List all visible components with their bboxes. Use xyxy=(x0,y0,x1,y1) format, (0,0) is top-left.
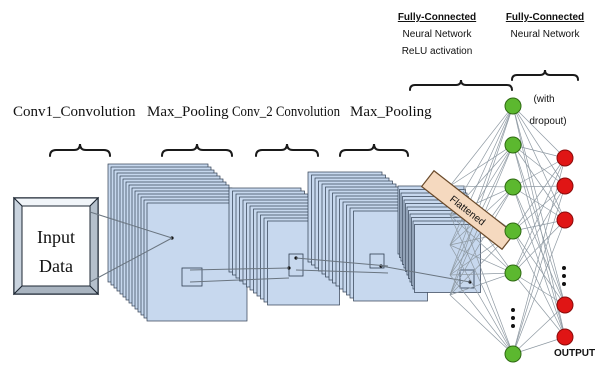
fc-input-connection xyxy=(449,105,514,246)
dropout-label-line1: (with xyxy=(533,94,554,105)
fc-input-connection xyxy=(449,294,514,355)
fc2-brace xyxy=(511,69,579,81)
braces xyxy=(49,69,579,157)
stage-connections xyxy=(89,211,471,283)
fc2-title: Fully-Connected xyxy=(506,12,584,23)
conv2-label: Conv_2 Convolution xyxy=(232,104,340,120)
fc-output-connection xyxy=(512,219,566,232)
pool2-brace xyxy=(339,143,409,157)
fc-output-connection xyxy=(512,185,566,274)
fc-output-connection xyxy=(512,144,566,306)
input-data-box xyxy=(12,196,100,296)
conv1-label: Conv1_Convolution xyxy=(13,104,136,120)
fc-input-connection xyxy=(449,274,514,355)
fc-input-connection xyxy=(449,186,514,296)
fc-output-connection xyxy=(512,185,566,232)
fc-output-connection xyxy=(512,144,566,159)
fc-output-connection xyxy=(512,144,566,221)
hidden-neuron xyxy=(504,345,522,363)
fc1-brace xyxy=(409,79,513,91)
fc-input-connection xyxy=(449,185,514,188)
fc1-subtitle: Neural Network xyxy=(403,29,473,40)
output-ellipsis xyxy=(562,266,566,286)
fc-output-connection xyxy=(512,157,566,355)
fc-input-connection xyxy=(449,105,514,276)
fc-input-connection xyxy=(449,214,514,355)
hidden-ellipsis xyxy=(511,308,515,328)
fc-nodes xyxy=(504,97,574,363)
output-neuron xyxy=(556,149,574,167)
conv2-volume xyxy=(228,187,340,306)
fc-output-connection xyxy=(512,105,566,306)
hidden-neuron xyxy=(504,222,522,240)
fc2-subtitle: Neural Network xyxy=(511,29,581,40)
hidden-neuron xyxy=(504,97,522,115)
fc-output-connection xyxy=(512,272,566,306)
hidden-neuron xyxy=(504,264,522,282)
fc-output-connection xyxy=(512,185,566,188)
fc-output-connection xyxy=(512,144,566,338)
flattened-bar xyxy=(420,169,516,251)
hidden-neuron xyxy=(504,136,522,154)
output-neuron xyxy=(556,177,574,195)
fc-output-connection xyxy=(512,219,566,355)
output-neuron xyxy=(556,296,574,314)
fc-output-connection xyxy=(512,185,566,355)
fc-input-connection xyxy=(449,272,514,276)
fc-output-connection xyxy=(512,336,566,355)
input-label-line2: Data xyxy=(39,256,73,276)
fc-input-connection xyxy=(449,244,514,274)
conv1-brace xyxy=(49,143,111,157)
fc-output-connection xyxy=(512,219,566,274)
fc-input-connection xyxy=(449,105,514,296)
fc-input-connection xyxy=(449,214,514,274)
fc-output-connection xyxy=(512,186,566,306)
fc-input-connection xyxy=(449,144,514,246)
output-label: OUTPUT xyxy=(554,348,595,359)
pool1-brace xyxy=(161,143,233,157)
fc-output-connection xyxy=(512,157,566,188)
fc-output-connection xyxy=(512,157,566,232)
fc-input-connection xyxy=(449,272,514,296)
fc-output-connection xyxy=(512,230,566,338)
fc1-activation: ReLU activation xyxy=(402,46,473,57)
fc-output-connection xyxy=(512,105,566,338)
input-label-line1: Input xyxy=(37,227,75,247)
conv1-volume xyxy=(107,163,248,322)
feature-map-volumes xyxy=(107,163,481,322)
fc-output-connection xyxy=(512,272,566,338)
fc-output-connection xyxy=(512,157,566,274)
pool1-label: Max_Pooling xyxy=(147,104,229,120)
fc-output-connection xyxy=(512,186,566,338)
pool2-label: Max_Pooling xyxy=(350,104,432,120)
fc-output-connection xyxy=(512,105,566,159)
output-neuron xyxy=(556,211,574,229)
hidden-neuron xyxy=(504,178,522,196)
fc-output-connection xyxy=(512,144,566,187)
output-neuron xyxy=(556,328,574,346)
dropout-label-line2: dropout) xyxy=(529,116,566,127)
fc-input-connection xyxy=(449,105,514,187)
fc1-title: Fully-Connected xyxy=(398,12,476,23)
fc-output-connection xyxy=(512,304,566,355)
fc-output-connection xyxy=(512,105,566,187)
fc-input-connection xyxy=(449,144,514,187)
fc-output-connection xyxy=(512,230,566,306)
conv2-brace xyxy=(255,143,319,157)
